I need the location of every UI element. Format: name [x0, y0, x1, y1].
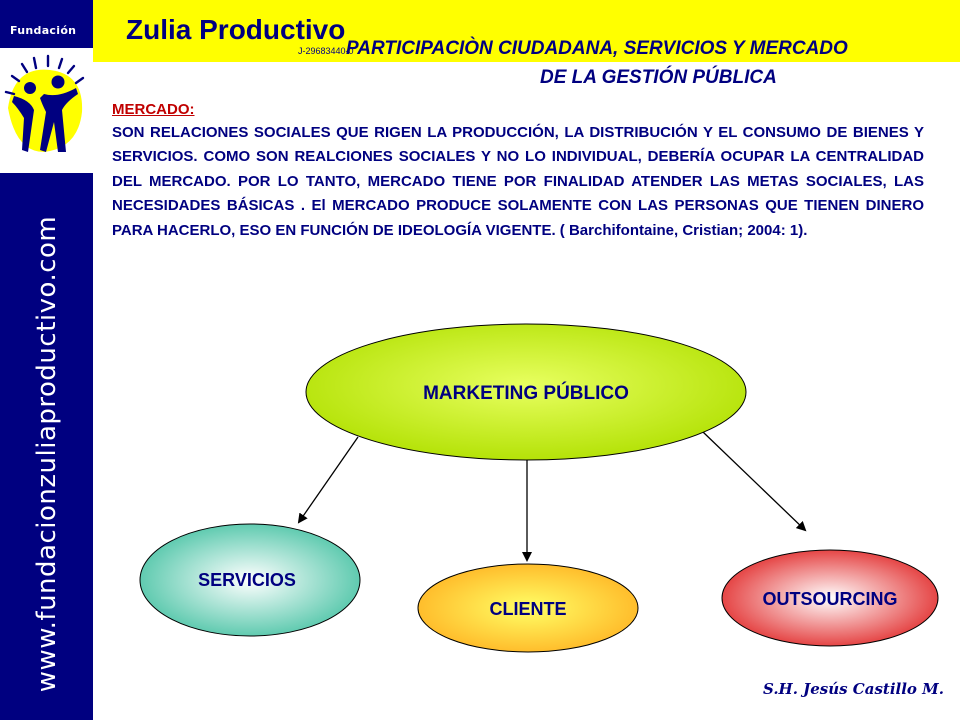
slide-title-line2: DE LA GESTIÓN PÚBLICA	[540, 67, 777, 88]
slide-title-line1: PARTICIPACIÒN CIUDADANA, SERVICIOS Y MER…	[346, 38, 848, 59]
foundation-label: Fundación	[10, 24, 77, 37]
servicios-node	[139, 523, 361, 637]
section-heading: MERCADO:	[112, 101, 195, 118]
logo	[0, 48, 93, 173]
arrow-to-outsourcing	[702, 431, 807, 532]
arrow-to-servicios	[297, 436, 359, 524]
servicios-label: SERVICIOS	[198, 570, 296, 590]
marketing-publico-label: MARKETING PÚBLICO	[423, 382, 629, 404]
people-sun-logo-icon	[4, 54, 85, 152]
outsourcing-node	[721, 549, 939, 647]
rif-number: J-29683440-0	[298, 46, 354, 56]
definition-paragraph: SON RELACIONES SOCIALES QUE RIGEN LA PRO…	[112, 124, 924, 239]
cliente-node	[417, 563, 639, 653]
author-signature: S.H. Jesús Castillo M.	[763, 680, 944, 698]
cliente-label: CLIENTE	[489, 599, 566, 619]
brand-title: Zulia Productivo	[126, 14, 346, 45]
marketing-publico-node	[305, 323, 747, 461]
slide-title: PARTICIPACIÒN CIUDADANA, SERVICIOS Y MER…	[346, 34, 960, 92]
outsourcing-label: OUTSOURCING	[763, 589, 898, 609]
header-bar	[0, 0, 960, 62]
